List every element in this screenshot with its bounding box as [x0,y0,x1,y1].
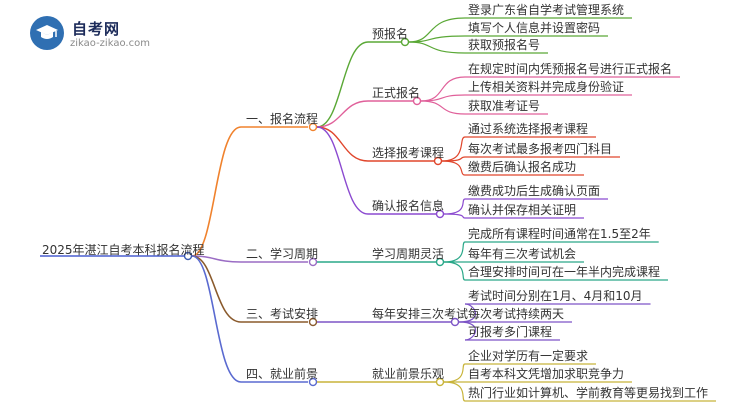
topic-label: 确认报名信息 [372,199,445,213]
topic-dot [435,257,445,267]
detail-label: 自考本科文凭增加求职竞争力 [468,367,625,381]
detail-label: 企业对学历有一定要求 [468,349,589,363]
branch-dot [308,257,318,267]
topic-label: 正式报名 [372,86,421,100]
root-node-dot [183,251,193,261]
topic-dot [435,209,445,219]
branch-dot [308,122,318,132]
graduation-cap-icon [30,16,64,50]
detail-label: 获取预报名号 [468,38,541,52]
topic-label: 就业前景乐观 [372,367,445,381]
detail-label: 上传相关资料并完成身份验证 [468,80,625,94]
topic-label: 学习周期灵活 [372,247,445,261]
logo-url: zikao-zikao.com [70,38,150,49]
topic-dot [435,377,445,387]
detail-label: 每次考试持续两天 [468,307,565,321]
detail-label: 可报考多门课程 [468,325,553,339]
detail-label: 通过系统选择报考课程 [468,122,589,136]
topic-label: 预报名 [372,27,409,41]
detail-label: 考试时间分别在1月、4月和10月 [468,289,643,303]
topic-dot [450,317,460,327]
detail-label: 登录广东省自学考试管理系统 [468,3,625,17]
detail-label: 填写个人信息并设置密码 [468,21,601,35]
detail-label: 获取准考证号 [468,99,541,113]
topic-label: 选择报考课程 [372,146,445,160]
branch-dot [308,377,318,387]
topic-dot [412,96,422,106]
branch-dot [308,317,318,327]
branch-label: 二、学习周期 [246,247,319,261]
detail-label: 合理安排时间可在一年半内完成课程 [468,265,661,279]
detail-label: 每年有三次考试机会 [468,247,577,261]
detail-label: 热门行业如计算机、学前教育等更易找到工作 [468,386,709,400]
topic-dot [400,37,410,47]
detail-label: 在规定时间内凭预报名号进行正式报名 [468,62,673,76]
topic-dot [433,156,443,166]
topic-label: 每年安排三次考试 [372,307,469,321]
detail-label: 每次考试最多报考四门科目 [468,142,613,156]
branch-label: 一、报名流程 [246,112,319,126]
detail-label: 缴费后确认报名成功 [468,160,577,174]
branch-label: 四、就业前景 [246,367,319,381]
root-node: 2025年湛江自考本科报名流程 [42,243,205,257]
detail-label: 确认并保存相关证明 [468,203,577,217]
logo: 自考网 zikao-zikao.com [30,16,170,56]
branch-label: 三、考试安排 [246,307,319,321]
logo-name: 自考网 [72,20,121,38]
detail-label: 完成所有课程时间通常在1.5至2年 [468,227,651,241]
detail-label: 缴费成功后生成确认页面 [468,184,601,198]
